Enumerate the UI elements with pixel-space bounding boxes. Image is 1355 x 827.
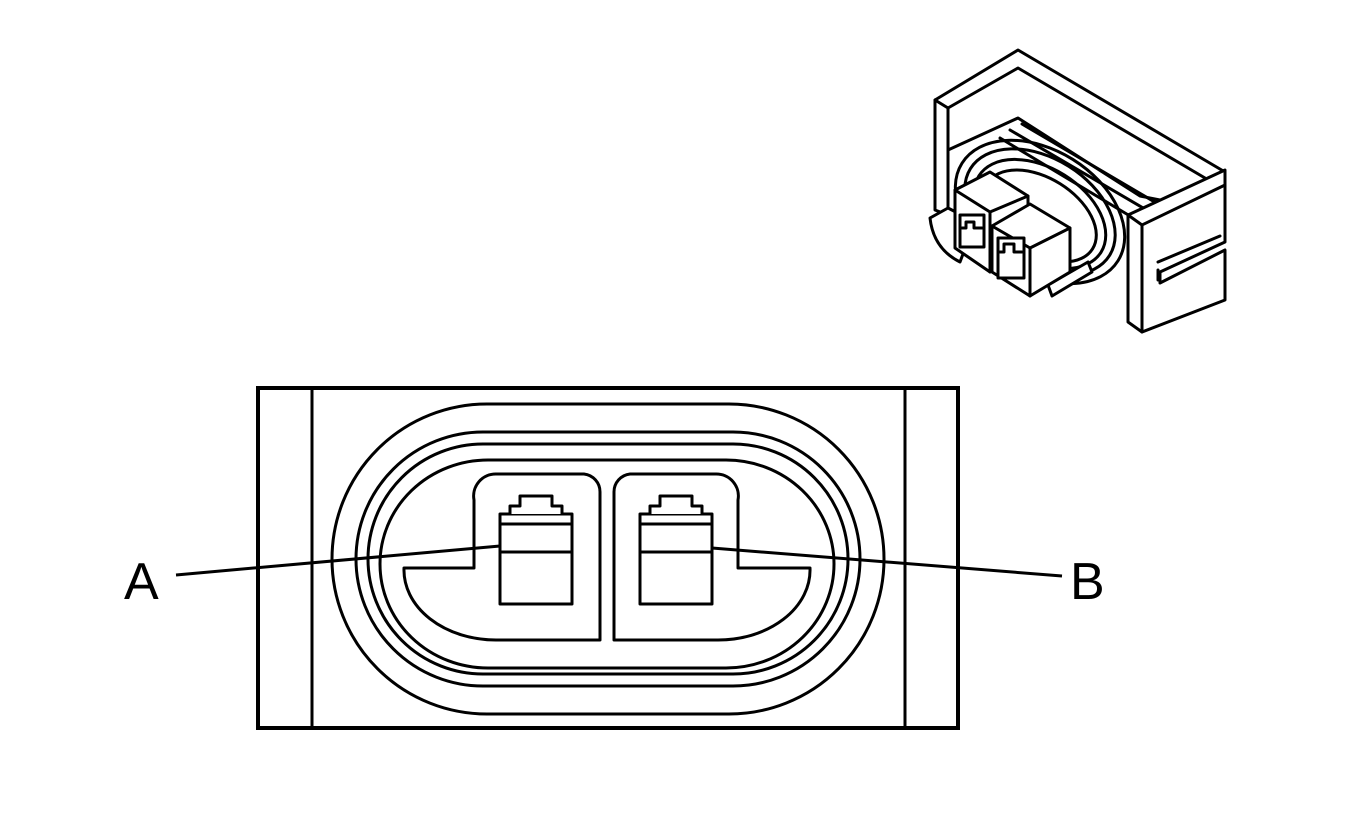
callout-a-label: A xyxy=(124,553,159,611)
iso-front-bracket xyxy=(1126,168,1227,334)
face-inner-cavity xyxy=(402,472,602,642)
iso-terminal-cavity-2-detail xyxy=(998,242,1024,254)
face-seal-ring-1 xyxy=(330,402,886,716)
iso-front-bracket-slot xyxy=(1156,234,1222,282)
iso-terminal-cavity-1 xyxy=(958,213,986,249)
face-outer-body xyxy=(256,386,960,730)
iso-seal-ribs xyxy=(998,122,1160,224)
face-seal-ring-2 xyxy=(354,430,862,688)
callout-b-leader xyxy=(711,546,1063,578)
terminal-a-latch xyxy=(508,494,564,516)
callout-a: A xyxy=(124,544,501,611)
iso-shell-inner-rim xyxy=(946,66,1207,180)
terminal-b xyxy=(638,494,714,606)
terminal-a-body xyxy=(498,512,574,606)
iso-shell-left-lip xyxy=(933,98,950,217)
face-seal-ring-3 xyxy=(366,442,850,676)
iso-terminal-housing-2-top xyxy=(990,224,1072,298)
iso-front-bracket-edge xyxy=(1126,183,1227,334)
terminal-b-body xyxy=(638,512,714,606)
callout-b: B xyxy=(711,546,1105,611)
callout-b-label: B xyxy=(1070,553,1105,611)
terminal-b-latch xyxy=(648,494,704,516)
iso-latch-right xyxy=(1046,260,1094,298)
connector-isometric-view xyxy=(928,48,1227,334)
face-inner-cavity-right xyxy=(612,472,812,642)
iso-terminal-housing-1-top xyxy=(953,188,1030,274)
terminal-a xyxy=(498,494,574,606)
face-inner-ring xyxy=(378,458,836,670)
iso-terminal-cavity-1-detail xyxy=(960,220,984,230)
callout-a-leader xyxy=(175,544,501,577)
